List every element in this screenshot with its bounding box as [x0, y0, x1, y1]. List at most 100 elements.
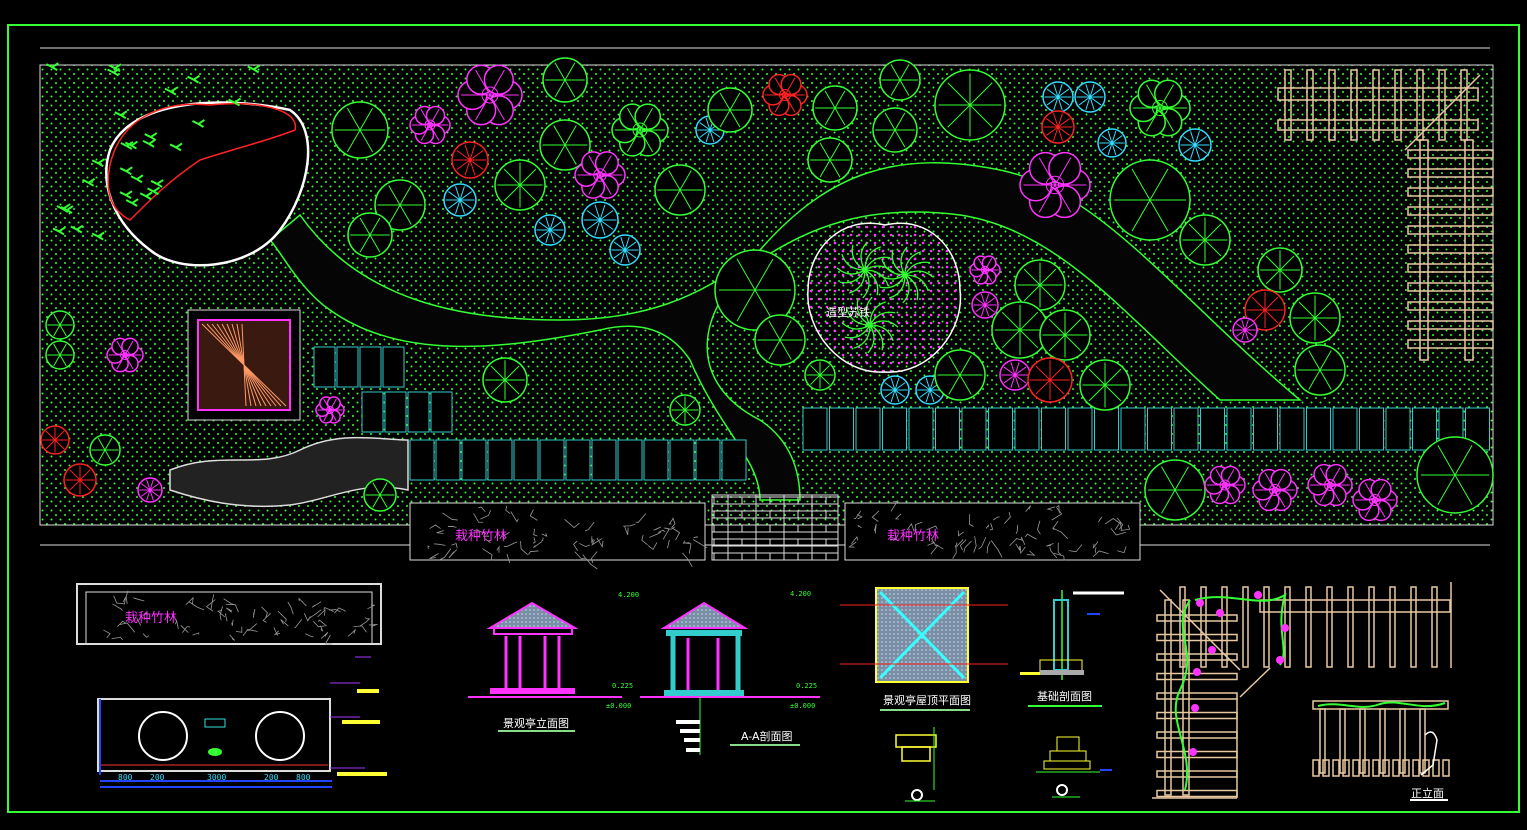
paving-slab	[540, 440, 564, 480]
paving-slab	[1254, 408, 1278, 450]
tree-symbol	[64, 464, 96, 496]
tree-symbol	[655, 165, 705, 215]
paving-slab	[1227, 408, 1251, 450]
paving-slab	[1201, 408, 1225, 450]
foundation-section: 基础剖面图	[1020, 590, 1124, 797]
tree-symbol	[332, 102, 388, 158]
tree-symbol	[1233, 318, 1257, 342]
elev-base-2: ±0.000	[790, 702, 815, 710]
tree-symbol	[1205, 466, 1245, 503]
tree-symbol	[610, 235, 640, 265]
paving-slab	[856, 408, 880, 450]
paving-slab	[883, 408, 907, 450]
tree-symbol	[41, 426, 69, 454]
section-aa: A-A剖面图 4.200 0.225 ±0.000	[640, 590, 820, 755]
tree-symbol	[1295, 345, 1345, 395]
tree-symbol	[881, 376, 909, 404]
paving-slab	[410, 440, 434, 480]
tree-symbol	[452, 142, 488, 178]
cycad-bed	[808, 223, 961, 372]
tree-symbol	[808, 138, 852, 182]
moon-gate-wall-elevation: 800 200 3000 200 800	[98, 657, 387, 787]
tree-symbol	[763, 75, 807, 116]
elev-top-2: 4.200	[790, 590, 811, 598]
tree-symbol	[1353, 480, 1397, 521]
tree-symbol	[880, 60, 920, 100]
bamboo-label-2: 栽种竹林	[887, 528, 939, 544]
tree-symbol	[458, 65, 522, 124]
tree-symbol	[1308, 465, 1352, 506]
front-elevation-title: 正立面	[1411, 786, 1444, 800]
tree-symbol	[1028, 358, 1072, 402]
paving-slab	[1148, 408, 1172, 450]
paving-slab	[1280, 408, 1304, 450]
tree-symbol	[1417, 437, 1493, 513]
paving-slab	[936, 408, 960, 450]
tree-symbol	[316, 397, 344, 423]
paving-slab	[488, 440, 512, 480]
tree-symbol	[543, 58, 587, 102]
pergola-plan-detail	[1152, 582, 1451, 798]
bamboo-label-1: 栽种竹林	[455, 528, 507, 544]
tree-symbol	[813, 86, 857, 130]
tree-symbol	[46, 341, 74, 369]
roof-plan-title: 景观亭屋顶平面图	[883, 693, 971, 707]
tree-symbol	[992, 302, 1048, 358]
paving-slab	[644, 440, 668, 480]
tree-symbol	[1290, 293, 1340, 343]
tree-symbol	[805, 360, 835, 390]
paving-slab	[670, 440, 694, 480]
tree-symbol	[970, 256, 1000, 284]
dim-4: 200	[264, 773, 279, 782]
elev-mid-2: 0.225	[796, 682, 817, 690]
paving-slab	[696, 440, 720, 480]
dim-1: 800	[118, 773, 133, 782]
tree-symbol	[444, 184, 476, 216]
tree-symbol	[364, 479, 396, 511]
tree-symbol	[708, 88, 752, 132]
paving-slab	[462, 440, 486, 480]
paving-slab	[566, 440, 590, 480]
paving-slab	[592, 440, 616, 480]
tree-symbol	[612, 104, 668, 156]
tree-symbol	[1179, 129, 1211, 161]
tree-symbol	[935, 350, 985, 400]
paving-slab	[909, 408, 933, 450]
dim-2: 200	[150, 773, 165, 782]
pergola-front-elevation: 正立面	[1313, 701, 1449, 800]
paving-slab	[1042, 408, 1066, 450]
paving-slab	[1095, 408, 1119, 450]
pavilion-elevation: 景观亭立面图 4.200 0.225 ±0.000	[468, 591, 639, 731]
elev-top-1: 4.200	[618, 591, 639, 599]
paving-slab	[1121, 408, 1145, 450]
tree-symbol	[873, 108, 917, 152]
tree-symbol	[1042, 111, 1074, 143]
tree-symbol	[1040, 310, 1090, 360]
tree-symbol	[107, 338, 143, 371]
tree-symbol	[1020, 153, 1090, 218]
paving-slab	[722, 440, 746, 480]
elev-base-1: ±0.000	[606, 702, 631, 710]
dim-5: 800	[296, 773, 311, 782]
tree-symbol	[1080, 360, 1130, 410]
dim-3: 3000	[207, 773, 226, 782]
tree-symbol	[1253, 470, 1297, 511]
tree-symbol	[90, 435, 120, 465]
tree-symbol	[1075, 82, 1105, 112]
tree-symbol	[755, 315, 805, 365]
tree-symbol	[495, 160, 545, 210]
elev-mid-1: 0.225	[612, 682, 633, 690]
tree-symbol	[582, 202, 618, 238]
paving-slab	[1360, 408, 1384, 450]
paving-slab	[803, 408, 827, 450]
tree-symbol	[1145, 460, 1205, 520]
brick-paving	[712, 495, 838, 560]
paving-slab	[1015, 408, 1039, 450]
paving-slab	[514, 440, 538, 480]
tree-symbol	[575, 152, 625, 198]
paving-slab	[1174, 408, 1198, 450]
tree-symbol	[1130, 80, 1190, 136]
tree-symbol	[1098, 129, 1126, 157]
paving-slab	[436, 440, 460, 480]
